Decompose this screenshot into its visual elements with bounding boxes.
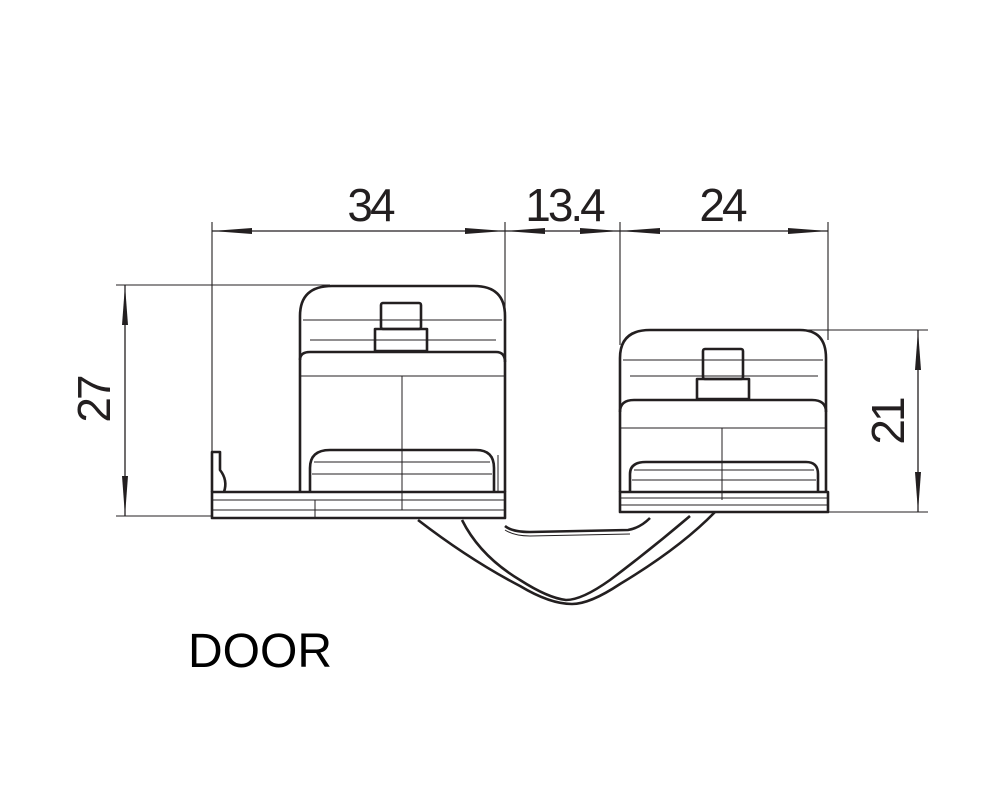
door-label: DOOR [188,625,332,678]
dimension-right-width: 24 [699,179,747,231]
dimension-right-height: 21 [862,398,914,445]
left-height-dimension: 27 [68,284,330,517]
screw-head [701,347,745,381]
hinge-linkage-arms [417,511,716,606]
dimension-left-width: 34 [347,179,395,231]
screw-base [695,377,751,401]
dimension-left-height: 27 [68,376,120,423]
screw-head [379,301,423,331]
dimension-gap: 13.4 [525,179,605,231]
right-hinge-body [618,328,830,514]
left-hinge-body [210,284,507,520]
horizontal-dimensions: 34 13.4 24 [211,179,829,470]
right-height-dimension: 21 [800,329,928,513]
